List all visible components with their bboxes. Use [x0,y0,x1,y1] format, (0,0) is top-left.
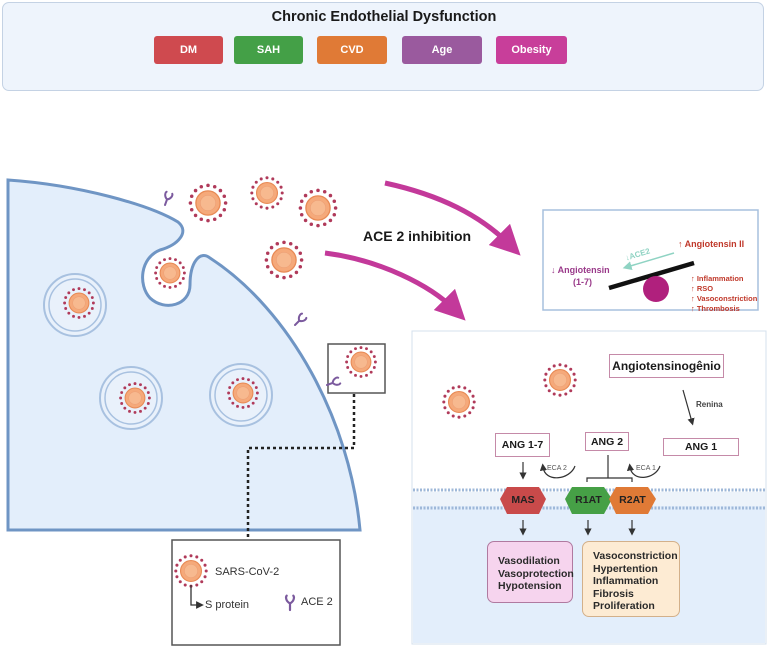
factor-label: CVD [340,44,364,56]
r1at-receptor [565,487,612,514]
mas-receptor [500,487,546,514]
effect-item: Hypertention [593,562,658,575]
eca1-label: ECA 1 [636,465,656,472]
risk-factors-panel: Chronic Endothelial Dysfunction DM SAH C… [2,2,764,91]
effect-item: Inflammation [593,575,659,587]
ace2-inhibition-label: ACE 2 inhibition [363,228,472,244]
legend-virus-label: SARS-CoV-2 [215,566,280,578]
endosome [43,273,107,337]
down-arrow-icon: ↓ [551,265,556,275]
effect-vasoconstriction: ↑ Vasoconstriction [691,294,758,303]
effect-text: RSO [696,284,714,293]
ang-1-box: ANG 1 [663,438,739,456]
angiotensin-1-7-sub: (1-7) [573,277,593,287]
factor-label: DM [179,44,198,56]
factor-dm: DM [154,36,223,64]
mas-effects-box: Vasodilation Vasoprotection Hypotension [487,541,574,603]
angiotensin-2-label: ↑ Angiotensin II [678,239,744,249]
balance-beam [608,260,695,291]
effect-item: Proliferation [593,600,655,612]
panel-title: Chronic Endothelial Dysfunction [271,9,497,25]
factor-sah: SAH [234,36,303,64]
factor-obesity: Obesity [496,36,567,64]
ace2-arrow [622,252,675,271]
factor-cvd: CVD [317,36,387,64]
inhibition-arrow-upper [384,180,521,256]
effect-text: Thrombosis [696,304,740,313]
factor-label: SAH [256,44,281,56]
ace2-receptor [160,190,174,208]
r2at-label: R2AT [619,494,646,506]
renina-label: Renina [696,400,723,409]
angiotensin-2-text: Angiotensin II [684,239,745,249]
effect-item: Fibrosis [593,587,634,600]
virus [297,187,339,229]
ace2-receptor [291,312,308,329]
effect-item: Vasoconstriction [593,550,678,562]
factor-label: Age [431,44,453,56]
virus [249,175,285,211]
effect-thrombosis: ↑ Thrombosis [691,304,740,313]
at-effects-box: Vasoconstriction Hypertention Inflammati… [582,541,680,617]
factor-age: Age [402,36,482,64]
endosome [209,363,273,427]
effect-text: Inflammation [696,274,744,283]
virus [153,256,187,290]
angiotensin-1-7-label: ↓ Angiotensin [551,265,610,275]
legend-spike-label: S protein [205,599,250,611]
inhibition-arrow-lower [324,250,466,321]
legend-receptor-label: ACE 2 [301,596,333,608]
eca2-label: ECA 2 [547,465,567,472]
angiotensin-1-7-text: Angiotensin [557,265,610,275]
up-arrow-icon: ↑ [678,239,683,249]
factor-label: Obesity [511,44,552,56]
ang-1-7-box: ANG 1-7 [495,433,550,457]
zoom-connector [246,394,356,540]
virus [187,182,229,224]
ang-2-box: ANG 2 [585,432,629,451]
r1at-label: R1AT [575,494,602,506]
effect-item: Hypotension [498,580,562,592]
effect-rso: ↑ RSO [691,284,714,293]
endosome [99,366,163,430]
r2at-receptor [609,487,656,514]
effect-inflammation: ↑ Inflammation [691,274,744,283]
mas-label: MAS [511,494,535,506]
virus [263,239,305,281]
angiotensinogen-box: Angiotensinogênio [609,354,724,378]
balance-fulcrum [643,276,669,302]
effect-text: Vasoconstriction [696,294,758,303]
legend-box [171,539,341,646]
host-cell [6,178,362,532]
effect-item: Vasoprotection [498,567,574,580]
effect-item: Vasodilation [498,555,560,567]
